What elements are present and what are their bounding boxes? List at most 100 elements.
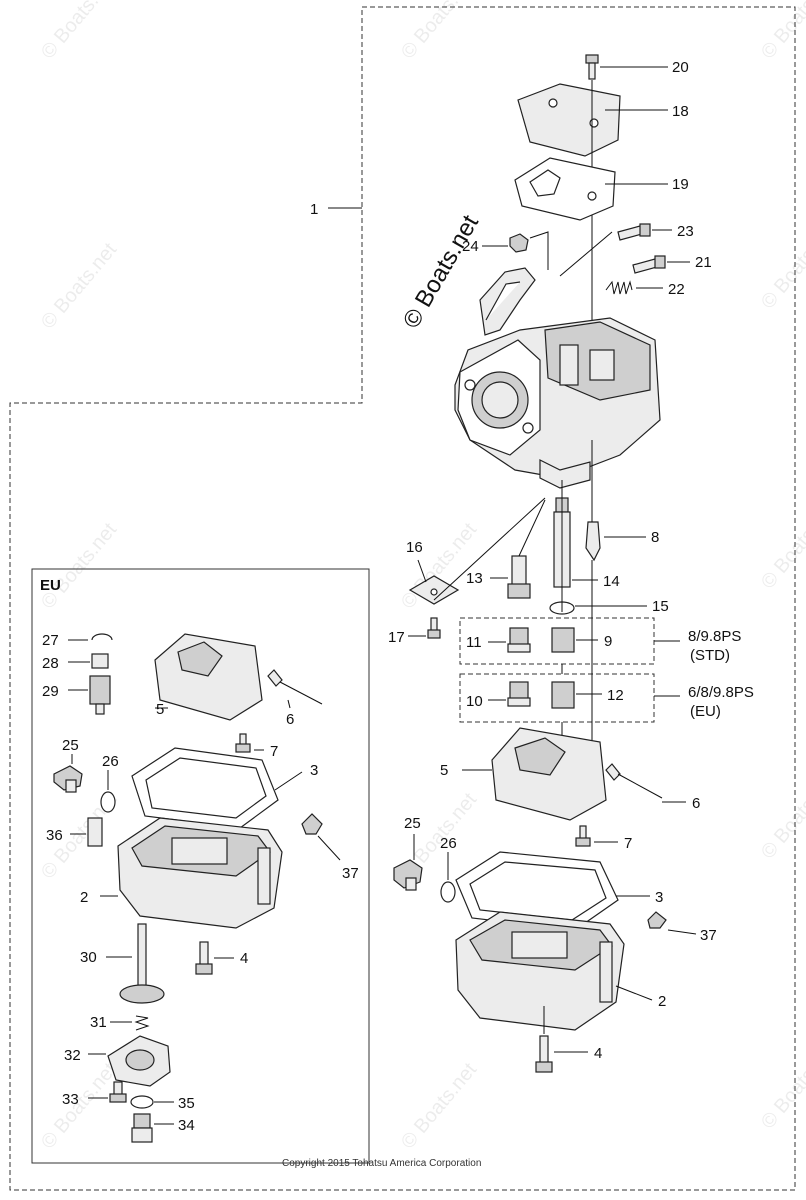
part-gasket-19 (514, 157, 668, 221)
part-label-37: 37 (700, 927, 717, 944)
part-label-13: 13 (466, 570, 483, 587)
part-oring-15 (549, 601, 647, 615)
part-screw-21 (632, 255, 690, 274)
part-label-35: 35 (178, 1095, 195, 1112)
part-label-20: 20 (672, 59, 689, 76)
part-label-33: 33 (62, 1091, 79, 1108)
part-label-27: 27 (42, 632, 59, 649)
part-label-3-inset: 3 (310, 762, 318, 779)
part-label-26: 26 (440, 835, 457, 852)
watermark: © Boats.net (757, 498, 806, 593)
part-diaphragm-30 (106, 923, 165, 1004)
part-label-2: 2 (658, 993, 666, 1010)
background-watermarks: © Boats.net © Boats.net © Boats.net © Bo… (37, 0, 806, 1153)
part-screw-25-main (393, 834, 423, 891)
part-jet-9 (551, 627, 598, 653)
part-label-7-inset: 7 (270, 743, 278, 760)
part-oring-26-main (440, 852, 456, 903)
part-label-10: 10 (466, 693, 483, 710)
part-gasket-3-inset (131, 747, 303, 829)
part-cover-18 (517, 83, 668, 157)
part-spring-22 (605, 280, 663, 295)
part-screw-4-main (535, 1006, 588, 1073)
part-filter-37-inset (301, 813, 341, 861)
part-filter-37-main (647, 911, 697, 935)
part-carburetor-body (454, 231, 661, 489)
part-label-25-inset: 25 (62, 737, 79, 754)
watermark: © Boats.net (37, 1058, 121, 1153)
part-label-4-inset: 4 (240, 950, 248, 967)
watermark: © Boats.net (37, 0, 121, 63)
part-label-31: 31 (90, 1014, 107, 1031)
watermark: © Boats.net (757, 768, 806, 863)
part-label-5-inset: 5 (156, 701, 164, 718)
part-clip-27 (68, 633, 113, 641)
part-screw-17 (408, 617, 441, 639)
part-float-5-main (462, 727, 607, 821)
part-label-25: 25 (404, 815, 421, 832)
part-float-5-inset (154, 633, 263, 721)
part-label-4: 4 (594, 1045, 602, 1062)
part-label-30: 30 (80, 949, 97, 966)
part-label-16: 16 (406, 539, 423, 556)
part-screw-23 (617, 223, 672, 241)
part-jet-11 (488, 627, 531, 653)
part-pin-6-main (605, 763, 686, 803)
part-label-12: 12 (607, 687, 624, 704)
part-screw-20 (585, 54, 668, 80)
part-label-11: 11 (466, 634, 482, 651)
part-label-28: 28 (42, 655, 59, 672)
part-jet-10 (488, 681, 531, 707)
part-label-14: 14 (603, 573, 620, 590)
part-label-23: 23 (677, 223, 694, 240)
part-gasket-3-main (455, 851, 650, 931)
part-pin-6-inset (267, 669, 323, 709)
part-label-24: 24 (462, 238, 479, 255)
part-cover-32 (88, 1035, 171, 1087)
part-screw-33 (88, 1081, 127, 1103)
group-label-std-2: (STD) (690, 647, 730, 664)
part-needle-8 (585, 521, 646, 562)
part-label-6-inset: 6 (286, 711, 294, 728)
copyright-text: Copyright 2015 Tohatsu America Corporati… (282, 1158, 481, 1169)
eu-inset-box (31, 568, 370, 1164)
part-plug-34 (131, 1113, 174, 1143)
part-label-29: 29 (42, 683, 59, 700)
part-jet-12 (551, 681, 602, 709)
part-washer-35 (130, 1095, 174, 1109)
part-screw-4-inset (195, 941, 234, 975)
watermark: © Boats.net (757, 1038, 806, 1133)
group-label-eu-1: 6/8/9.8PS (688, 684, 754, 701)
watermark: © Boats.net (757, 0, 806, 63)
part-screw-25-inset (53, 754, 83, 793)
part-valve-29 (68, 675, 111, 715)
eu-inset-title: EU (40, 577, 61, 594)
part-label-17: 17 (388, 629, 405, 646)
part-label-34: 34 (178, 1117, 195, 1134)
part-label-22: 22 (668, 281, 685, 298)
watermark: © Boats.net (397, 0, 481, 63)
part-label-37-inset: 37 (342, 865, 359, 882)
watermark: © Boats.net (757, 218, 806, 313)
part-label-6: 6 (692, 795, 700, 812)
part-label-19: 19 (672, 176, 689, 193)
part-label-15: 15 (652, 598, 669, 615)
part-float-bowl-2-main (455, 911, 653, 1031)
part-cap-28 (68, 653, 109, 669)
part-label-1: 1 (310, 201, 318, 218)
watermark: © Boats.net (37, 518, 121, 613)
group-box-eu (459, 673, 655, 723)
part-nut-24 (482, 233, 529, 253)
group-label-eu-2: (EU) (690, 703, 721, 720)
part-spring-31 (110, 1015, 150, 1031)
part-label-3: 3 (655, 889, 663, 906)
part-label-9: 9 (604, 633, 612, 650)
part-float-bowl-2-inset (100, 817, 283, 929)
part-screw-7-main (575, 825, 618, 847)
watermark: © Boats.net (397, 1058, 481, 1153)
part-label-32: 32 (64, 1047, 81, 1064)
main-watermark: © Boats.net (398, 210, 484, 333)
part-label-5: 5 (440, 762, 448, 779)
watermark: © Boats.net (37, 238, 121, 333)
